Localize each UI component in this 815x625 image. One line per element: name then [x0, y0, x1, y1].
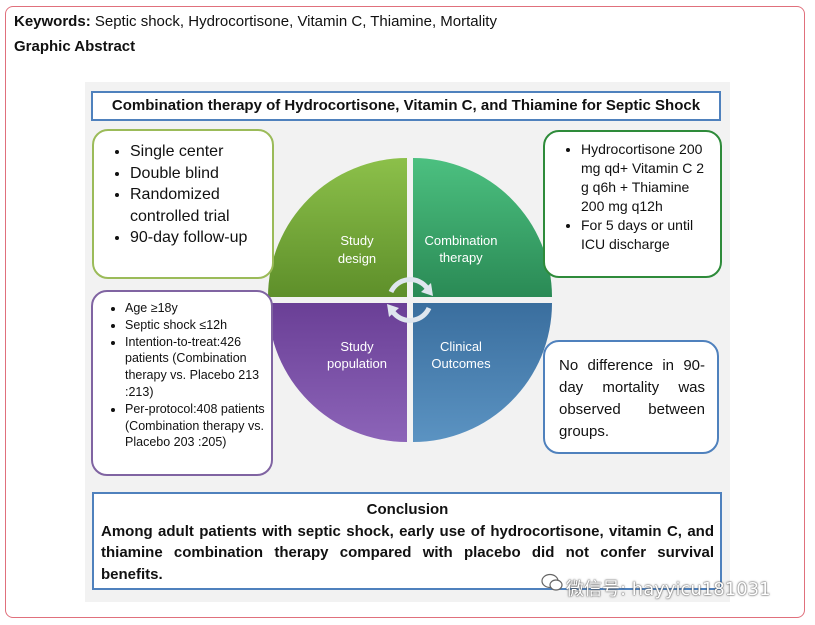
- list-item: For 5 days or until ICU discharge: [581, 216, 714, 254]
- list-item: Intention-to-treat:426 patients (Combina…: [125, 334, 265, 401]
- list-item: Hydrocortisone 200 mg qd+ Vitamin C 2 g …: [581, 140, 714, 216]
- label-combination-2: therapy: [439, 250, 483, 265]
- label-study-design-2: design: [338, 251, 376, 266]
- graphic-abstract-heading: Graphic Abstract: [14, 38, 136, 55]
- therapy-card: Hydrocortisone 200 mg qd+ Vitamin C 2 g …: [543, 130, 722, 278]
- diagram-title: Combination therapy of Hydrocortisone, V…: [91, 91, 721, 121]
- quadrant-clinical-outcomes: [413, 303, 552, 442]
- list-item: Randomized controlled trial: [130, 184, 264, 227]
- conclusion-box: Conclusion Among adult patients with sep…: [92, 492, 722, 590]
- study-design-list: Single center Double blind Randomized co…: [108, 141, 264, 249]
- quadrant-study-population: [268, 303, 407, 442]
- label-outcomes-1: Clinical: [440, 339, 482, 354]
- population-list: Age ≥18y Septic shock ≤12h Intention-to-…: [103, 300, 265, 451]
- therapy-list: Hydrocortisone 200 mg qd+ Vitamin C 2 g …: [559, 140, 714, 254]
- keywords-label: Keywords:: [14, 13, 91, 30]
- quadrant-study-design: [268, 158, 407, 297]
- abstract-frame: [5, 6, 805, 618]
- list-item: Septic shock ≤12h: [125, 317, 265, 334]
- list-item: Double blind: [130, 163, 264, 185]
- conclusion-body: Among adult patients with septic shock, …: [101, 522, 714, 583]
- list-item: 90-day follow-up: [130, 227, 264, 249]
- keywords-value: Septic shock, Hydrocortisone, Vitamin C,…: [94, 13, 497, 30]
- list-item: Age ≥18y: [125, 300, 265, 317]
- arrow-head-top: [421, 283, 433, 296]
- study-design-card: Single center Double blind Randomized co…: [92, 129, 274, 279]
- label-study-design-1: Study: [340, 233, 374, 248]
- cycle-arrows-icon: [388, 277, 432, 323]
- label-population-2: population: [327, 356, 387, 371]
- list-item: Per-protocol:408 patients (Combination t…: [125, 401, 265, 451]
- arrow-head-bottom: [387, 304, 399, 317]
- outcome-card: No difference in 90-day mortality was ob…: [543, 340, 719, 454]
- outcome-text: No difference in 90-day mortality was ob…: [559, 357, 705, 440]
- conclusion-heading: Conclusion: [366, 501, 449, 518]
- list-item: Single center: [130, 141, 264, 163]
- label-combination-1: Combination: [425, 233, 498, 248]
- wechat-icon: [541, 573, 563, 591]
- label-outcomes-2: Outcomes: [431, 356, 491, 371]
- watermark: 微信号: hayyicu181031: [566, 579, 771, 600]
- label-population-1: Study: [340, 339, 374, 354]
- population-card: Age ≥18y Septic shock ≤12h Intention-to-…: [91, 290, 273, 476]
- quadrant-combination-therapy: [413, 158, 552, 297]
- keywords-line: Keywords: Septic shock, Hydrocortisone, …: [14, 13, 497, 30]
